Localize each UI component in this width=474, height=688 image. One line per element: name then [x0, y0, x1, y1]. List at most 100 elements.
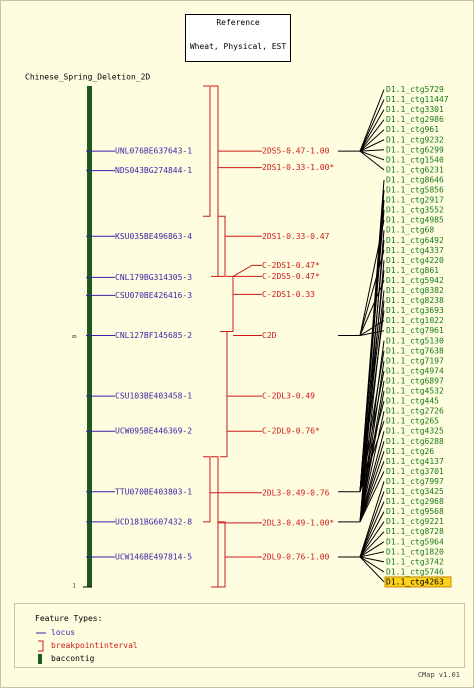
contig-label[interactable]: D1.1_ctg5746 — [386, 567, 444, 576]
contig-label[interactable]: D1.1_ctg7197 — [386, 356, 444, 365]
contig-label[interactable]: D1.1_ctg4325 — [386, 427, 444, 436]
interval-bracket[interactable] — [211, 85, 219, 277]
correspondence-line — [359, 129, 385, 152]
interval-label[interactable]: C-2DS1-0.33 — [262, 290, 315, 299]
contig-label[interactable]: D1.1_ctg4220 — [386, 256, 444, 265]
bar-icon — [38, 654, 42, 664]
contig-label[interactable]: D1.1_ctg6299 — [386, 145, 444, 154]
contig-label[interactable]: D1.1_ctg5130 — [386, 336, 444, 345]
contig-label[interactable]: D1.1_ctg4263 — [386, 577, 444, 586]
contig-label[interactable]: D1.1_ctg961 — [386, 125, 439, 134]
contig-label[interactable]: D1.1_ctg1022 — [386, 316, 444, 325]
correspondence-line — [359, 451, 385, 523]
interval-label[interactable]: 2DS5-0.47-1.00 — [262, 147, 330, 156]
contig-label[interactable]: D1.1_ctg7961 — [386, 326, 444, 335]
correspondence-line — [359, 280, 385, 336]
correspondence-line — [359, 501, 385, 558]
correspondence-line — [359, 481, 385, 558]
interval-label[interactable]: 2DL9-0.76-1.00 — [262, 552, 330, 561]
contig-label[interactable]: D1.1_ctg2968 — [386, 497, 444, 506]
interval-label[interactable]: 2DL3-0.49-0.76 — [262, 488, 330, 497]
contig-label[interactable]: D1.1_ctg5729 — [386, 85, 444, 94]
interval-label[interactable]: C-2DL9-0.76* — [262, 427, 320, 436]
contig-label[interactable]: D1.1_ctg1820 — [386, 547, 444, 556]
contig-label[interactable]: D1.1_ctg8238 — [386, 296, 444, 305]
contig-label[interactable]: D1.1_ctg8382 — [386, 286, 444, 295]
contig-label[interactable]: D1.1_ctg4974 — [386, 366, 444, 375]
contig-label[interactable]: D1.1_ctg6288 — [386, 437, 444, 446]
correspondence-line — [359, 420, 385, 492]
interval-label[interactable]: C-2DL3-0.49 — [262, 392, 315, 401]
interval-bracket[interactable] — [220, 330, 228, 458]
contig-label[interactable]: D1.1_ctg5856 — [386, 186, 444, 195]
contig-label[interactable]: D1.1_ctg3301 — [386, 105, 444, 114]
locus-label[interactable]: KSU035BE496863-4 — [115, 232, 192, 241]
contig-label[interactable]: D1.1_ctg6897 — [386, 376, 444, 385]
interval-label[interactable]: C2D — [262, 331, 277, 340]
contig-label[interactable]: D1.1_ctg3701 — [386, 467, 444, 476]
interval-label[interactable]: 2DS1-0.33-1.00* — [262, 163, 334, 172]
correspondence-line — [359, 511, 385, 558]
contig-label[interactable]: D1.1_ctg4985 — [386, 216, 444, 225]
interval-bracket[interactable] — [203, 456, 211, 523]
contig-label[interactable]: D1.1_ctg1540 — [386, 155, 444, 164]
contig-label[interactable]: D1.1_ctg2917 — [386, 196, 444, 205]
contig-label[interactable]: D1.1_ctg7997 — [386, 477, 444, 486]
contig-label[interactable]: D1.1_ctg9232 — [386, 135, 444, 144]
map-title[interactable]: Chinese_Spring_Deletion_2D — [25, 73, 150, 82]
contig-label[interactable]: D1.1_ctg2726 — [386, 407, 444, 416]
chromosome-bar[interactable] — [87, 86, 92, 587]
contig-label[interactable]: D1.1_ctg4337 — [386, 246, 444, 255]
interval-bracket[interactable] — [218, 521, 226, 588]
map-end-label: 1 — [72, 583, 76, 590]
contig-label[interactable]: D1.1_ctg3742 — [386, 557, 444, 566]
locus-label[interactable]: CNL179BG314305-3 — [115, 273, 192, 282]
contig-label[interactable]: D1.1_ctg7638 — [386, 346, 444, 355]
locus-label[interactable]: TTU070BE403803-1 — [115, 487, 192, 496]
locus-label[interactable]: CSU070BE426416-3 — [115, 291, 192, 300]
locus-label[interactable]: UCW095BE446369-2 — [115, 427, 192, 436]
contig-label[interactable]: D1.1_ctg68 — [386, 226, 434, 235]
contig-label[interactable]: D1.1_ctg6492 — [386, 236, 444, 245]
reference-box[interactable]: Reference Wheat, Physical, EST — [185, 14, 291, 62]
locus-line-icon — [36, 632, 46, 634]
interval-bracket[interactable] — [211, 456, 219, 588]
interval-bracket[interactable] — [203, 85, 211, 217]
interval-bracket[interactable] — [218, 215, 226, 277]
contig-label[interactable]: D1.1_ctg265 — [386, 417, 439, 426]
legend-box: Feature Types: locus breakpointinterval … — [14, 603, 465, 668]
contig-label[interactable]: D1.1_ctg6231 — [386, 165, 444, 174]
locus-label[interactable]: CNL127BF145685-2 — [115, 331, 192, 340]
interval-bracket[interactable] — [226, 275, 234, 332]
locus-label[interactable]: UCW146BE497814-5 — [115, 552, 192, 561]
locus-label[interactable]: NDS043BG274844-1 — [115, 166, 192, 175]
map-start-label: 0 — [72, 334, 79, 338]
contig-label[interactable]: D1.1_ctg861 — [386, 266, 439, 275]
correspondence-line — [359, 330, 385, 336]
contig-label[interactable]: D1.1_ctg8728 — [386, 527, 444, 536]
correspondence-line — [359, 360, 385, 522]
interval-label[interactable]: C-2DS5-0.47* — [262, 272, 320, 281]
correspondence-line — [359, 139, 385, 152]
contig-label[interactable]: D1.1_ctg2986 — [386, 115, 444, 124]
contig-label[interactable]: D1.1_ctg9221 — [386, 517, 444, 526]
contig-label[interactable]: D1.1_ctg4137 — [386, 457, 444, 466]
contig-label[interactable]: D1.1_ctg11447 — [386, 95, 449, 104]
locus-label[interactable]: CSU103BE403458-1 — [115, 392, 192, 401]
contig-label[interactable]: D1.1_ctg3552 — [386, 206, 444, 215]
contig-label[interactable]: D1.1_ctg8646 — [386, 175, 444, 184]
contig-label[interactable]: D1.1_ctg5942 — [386, 276, 444, 285]
locus-label[interactable]: UNL076BE637643-1 — [115, 147, 192, 156]
contig-label[interactable]: D1.1_ctg5964 — [386, 537, 444, 546]
interval-label[interactable]: 2DL3-0.49-1.00* — [262, 518, 334, 527]
interval-label[interactable]: C-2DS1-0.47* — [262, 261, 320, 270]
contig-label[interactable]: D1.1_ctg3425 — [386, 487, 444, 496]
contig-label[interactable]: D1.1_ctg445 — [386, 397, 439, 406]
contig-label[interactable]: D1.1_ctg4532 — [386, 387, 444, 396]
contig-label[interactable]: D1.1_ctg3693 — [386, 306, 444, 315]
correspondence-line — [359, 521, 385, 558]
contig-label[interactable]: D1.1_ctg26 — [386, 447, 434, 456]
interval-label[interactable]: 2DS1-0.33-0.47 — [262, 232, 330, 241]
contig-label[interactable]: D1.1_ctg9568 — [386, 507, 444, 516]
locus-label[interactable]: UCD181BG607432-8 — [115, 517, 192, 526]
